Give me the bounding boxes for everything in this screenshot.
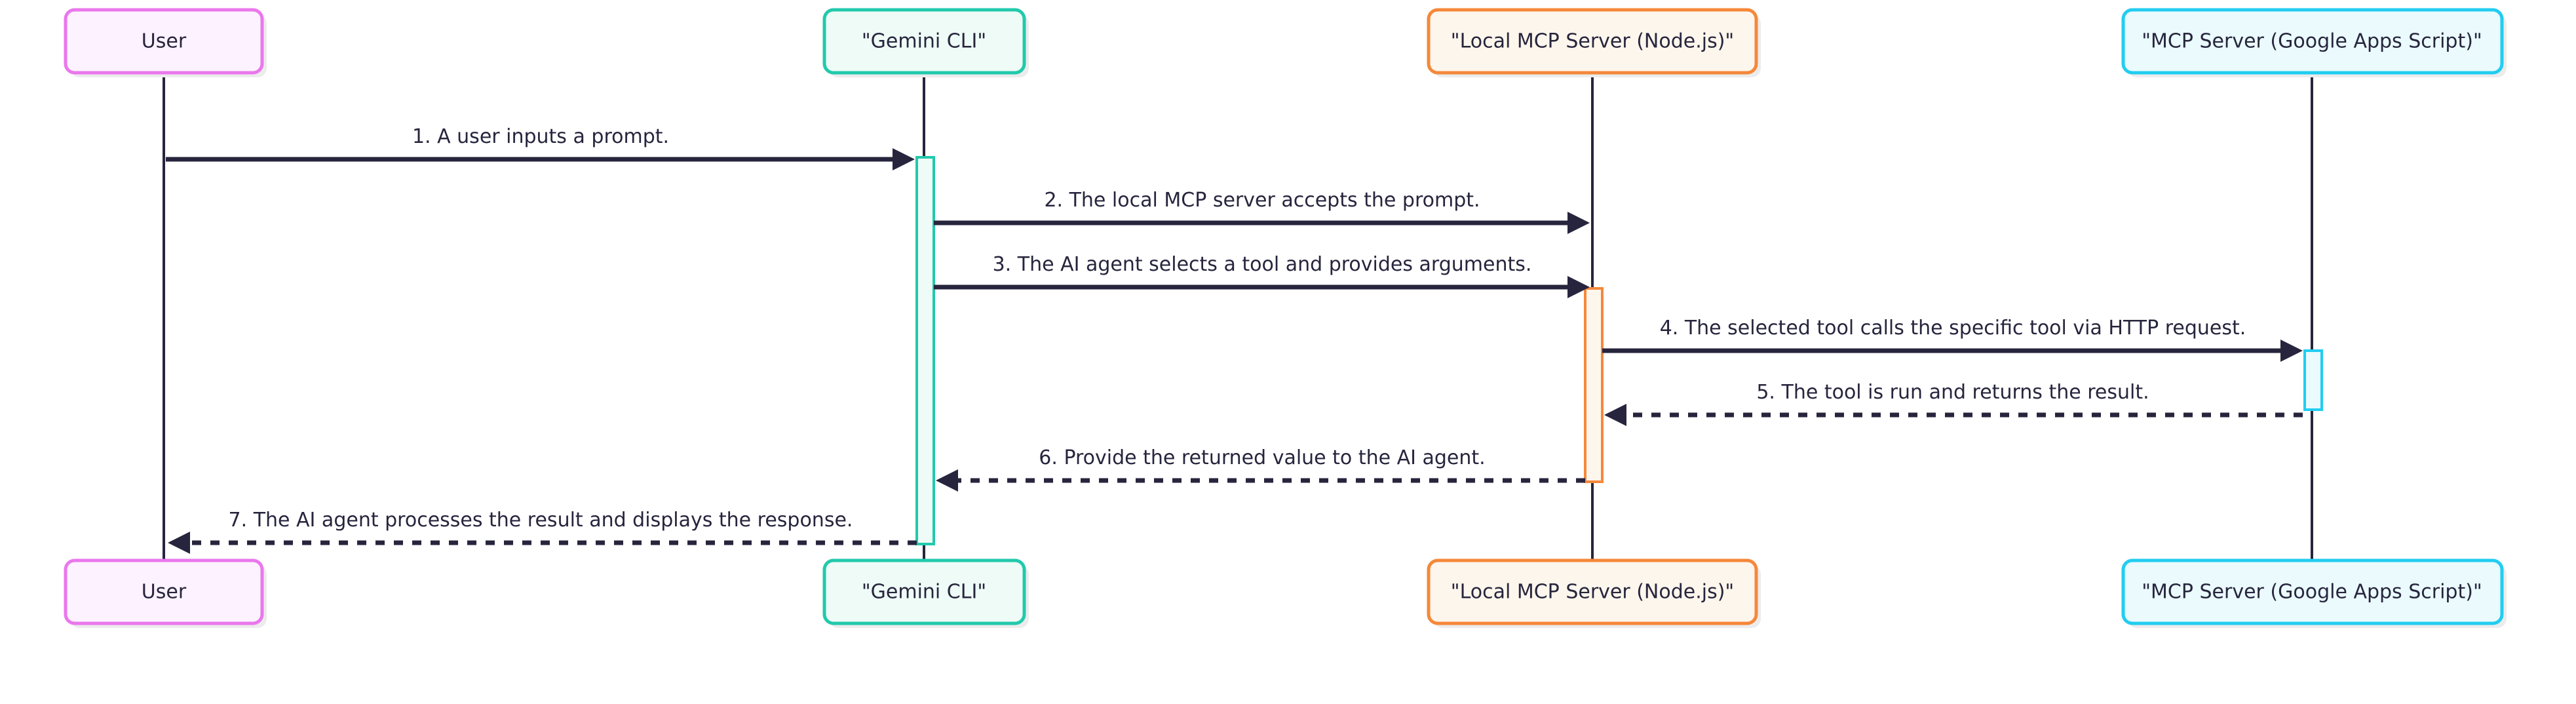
actor-box-rect[interactable] [64,558,264,625]
message-arrowhead-5 [1604,404,1626,426]
actor-box-rect[interactable] [2121,558,2504,625]
activation-bar-gemini-cli [915,156,935,545]
message-3: 3. The AI agent selects a tool and provi… [934,253,1590,298]
messages-layer: 1. A user inputs a prompt. 2. The local M… [166,125,2303,554]
actor-box-local-mcp-server-top[interactable]: "Local MCP Server (Node.js)" [1427,8,1761,77]
actor-label-local-mcp-server: "Local MCP Server (Node.js)" [1451,30,1734,53]
message-arrowhead-3 [1567,276,1590,298]
message-7: 7. The AI agent processes the result and… [168,509,917,554]
message-4: 4. The selected tool calls the specific … [1602,317,2303,362]
message-arrowhead-6 [936,469,958,492]
actor-label-user: User [142,581,187,604]
actor-box-rect[interactable] [1427,8,1758,75]
actor-label-gemini-cli: "Gemini CLI" [862,581,986,604]
message-1: 1. A user inputs a prompt. [166,125,915,170]
actor-box-rect[interactable] [822,8,1026,75]
message-2: 2. The local MCP server accepts the prom… [934,189,1590,234]
message-label-2: 2. The local MCP server accepts the prom… [1044,189,1480,212]
actor-label-local-mcp-server: "Local MCP Server (Node.js)" [1451,581,1734,604]
message-label-3: 3. The AI agent selects a tool and provi… [993,253,1532,276]
message-arrowhead-2 [1567,212,1590,234]
actor-box-gemini-cli-top[interactable]: "Gemini CLI" [822,8,1029,77]
actor-label-mcp-server-gas: "MCP Server (Google Apps Script)" [2142,30,2482,53]
message-arrowhead-4 [2280,340,2303,362]
message-label-7: 7. The AI agent processes the result and… [229,509,853,532]
message-6: 6. Provide the returned value to the AI … [936,446,1585,492]
activation-bar-local-mcp-server [1584,287,1604,483]
actor-box-mcp-server-gas-bottom[interactable]: "MCP Server (Google Apps Script)" [2121,558,2507,628]
message-arrowhead-1 [893,148,915,170]
actor-box-user-top[interactable]: User [64,8,267,77]
actor-box-user-bottom[interactable]: User [64,558,267,628]
activation-bars-layer [915,156,2323,545]
message-arrowhead-7 [168,532,190,554]
actor-box-rect[interactable] [2121,8,2504,75]
actor-boxes-top: User "Gemini CLI" "Local MCP Server (Node.… [64,8,2507,77]
actor-box-local-mcp-server-bottom[interactable]: "Local MCP Server (Node.js)" [1427,558,1761,628]
message-label-4: 4. The selected tool calls the specific … [1660,317,2246,340]
message-5: 5. The tool is run and returns the resul… [1604,381,2303,426]
actor-box-rect[interactable] [1427,558,1758,625]
actor-boxes-bottom: User "Gemini CLI" "Local MCP Server (Node.… [64,558,2507,628]
activation-bar-mcp-server-gas [2303,349,2323,411]
message-label-6: 6. Provide the returned value to the AI … [1039,446,1485,469]
actor-box-rect[interactable] [822,558,1026,625]
actor-label-mcp-server-gas: "MCP Server (Google Apps Script)" [2142,581,2482,604]
actor-label-gemini-cli: "Gemini CLI" [862,30,986,53]
message-label-1: 1. A user inputs a prompt. [412,125,669,148]
actor-box-rect[interactable] [64,8,264,75]
message-label-5: 5. The tool is run and returns the resul… [1756,381,2149,404]
actor-box-gemini-cli-bottom[interactable]: "Gemini CLI" [822,558,1029,628]
actor-box-mcp-server-gas-top[interactable]: "MCP Server (Google Apps Script)" [2121,8,2507,77]
actor-label-user: User [142,30,187,53]
